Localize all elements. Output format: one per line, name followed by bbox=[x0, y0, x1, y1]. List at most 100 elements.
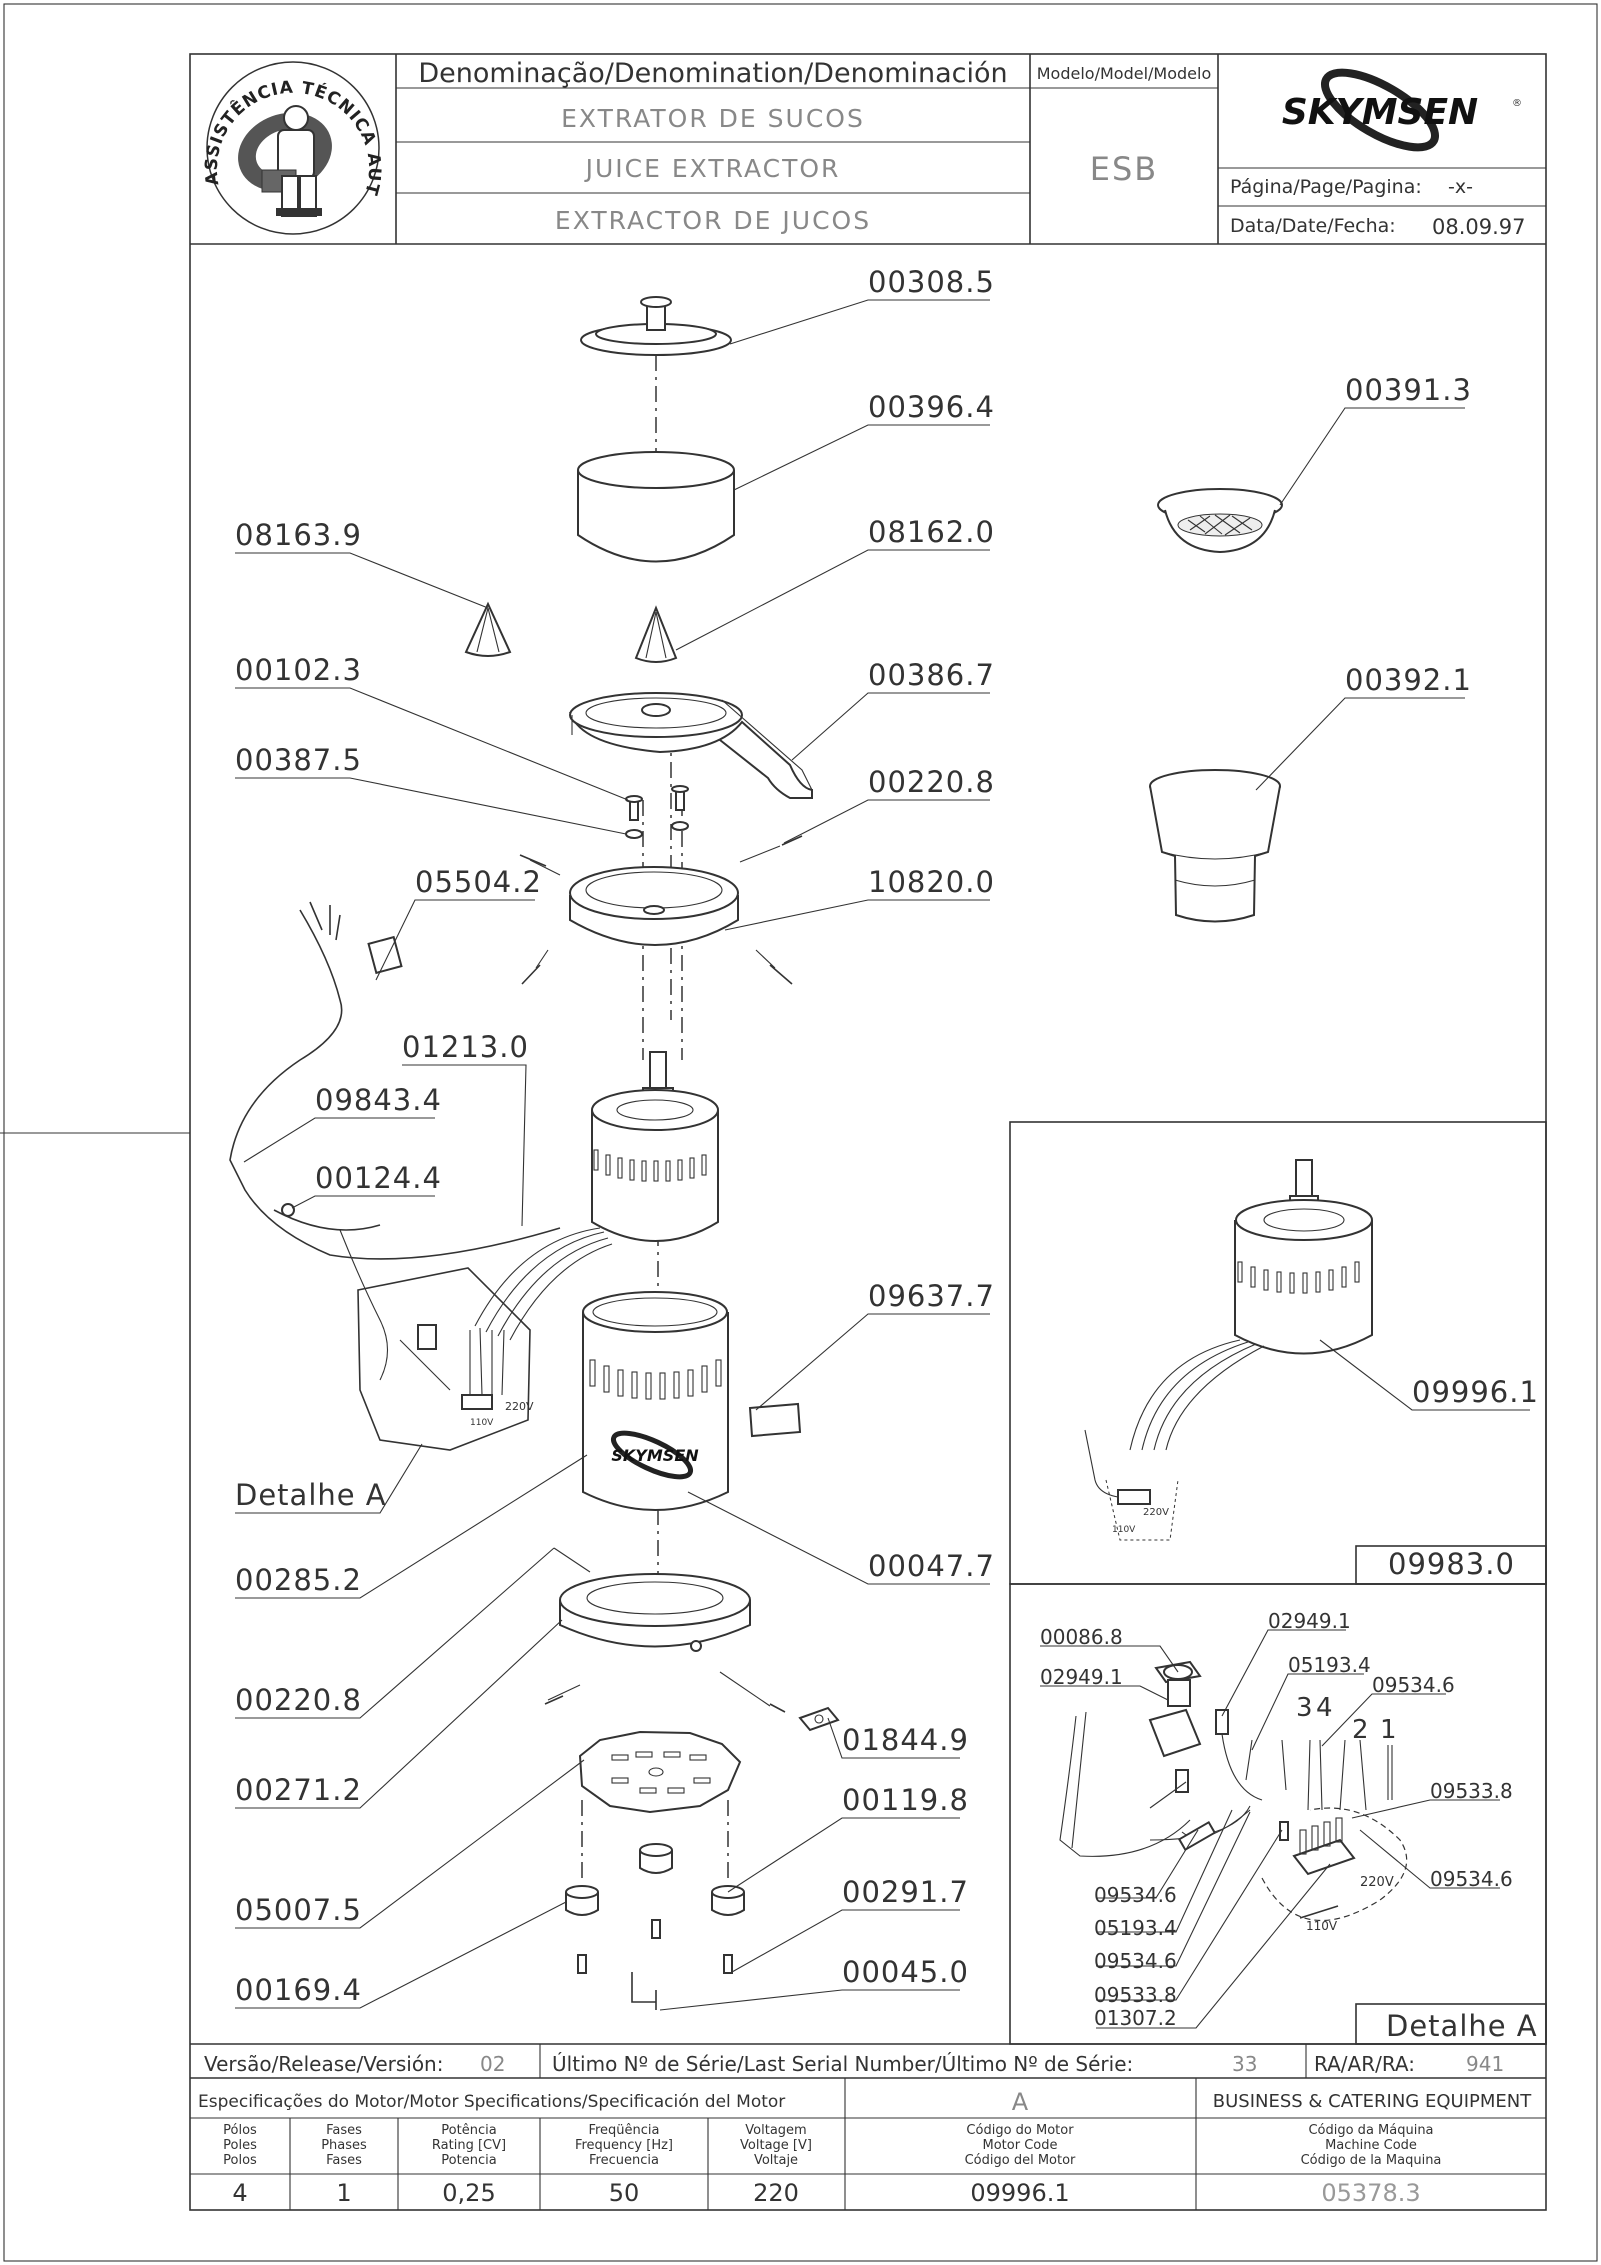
motor-spec-value: A bbox=[1012, 2088, 1029, 2116]
label-detail-a: Detalhe A bbox=[235, 1478, 387, 1512]
label-00086-8: 00086.8 bbox=[1040, 1625, 1123, 1649]
machine-code-value: 05378.3 bbox=[1321, 2179, 1420, 2207]
svg-text:Poles: Poles bbox=[223, 2138, 257, 2153]
motor-case-part: SKYMSEN bbox=[582, 1291, 729, 1511]
rubber-feet-part bbox=[565, 1843, 745, 2010]
motor-inset-panel: 220V 110V bbox=[1009, 1121, 1547, 1585]
label-09996-1: 09996.1 bbox=[1412, 1375, 1539, 1409]
svg-text:Frequency [Hz]: Frequency [Hz] bbox=[575, 2138, 673, 2153]
denomination-title: Denominação/Denomination/Denominación bbox=[418, 58, 1007, 89]
svg-text:Fases: Fases bbox=[326, 2153, 362, 2168]
label-00220-8-top: 00220.8 bbox=[868, 765, 995, 799]
label-09534-6-right: 09534.6 bbox=[1430, 1867, 1513, 1891]
svg-text:110V: 110V bbox=[1306, 1919, 1338, 1933]
reamer-cone-large bbox=[634, 605, 678, 663]
svg-text:Motor Code: Motor Code bbox=[983, 2138, 1058, 2153]
svg-text:Código del Motor: Código del Motor bbox=[965, 2153, 1076, 2168]
svg-text:Fases: Fases bbox=[326, 2123, 362, 2138]
label-09533-8-left: 09533.8 bbox=[1094, 1983, 1177, 2007]
label-09534-6-left-1: 09534.6 bbox=[1094, 1883, 1177, 1907]
page-value: -x- bbox=[1448, 176, 1473, 198]
warranty-card-part bbox=[748, 1402, 802, 1438]
rating-value: 0,25 bbox=[442, 2179, 495, 2207]
label-09534-6-top: 09534.6 bbox=[1372, 1673, 1455, 1697]
motor-spec-label: Especificações do Motor/Motor Specificat… bbox=[198, 2092, 785, 2112]
svg-text:Código do Motor: Código do Motor bbox=[966, 2123, 1074, 2138]
label-00387-5: 00387.5 bbox=[235, 743, 362, 777]
lid-part bbox=[580, 296, 732, 356]
bowl-part bbox=[577, 451, 735, 563]
case-logo-text: SKYMSEN bbox=[611, 1446, 699, 1465]
detail-a-inset-panel: 220V 110V 3 4 2 1 bbox=[1009, 1583, 1547, 2045]
label-tag-part bbox=[798, 1706, 840, 1732]
svg-text:110V: 110V bbox=[470, 1418, 494, 1428]
label-00285-2: 00285.2 bbox=[235, 1563, 362, 1597]
serial-value: 33 bbox=[1232, 2052, 1257, 2076]
label-09637-7: 09637.7 bbox=[868, 1279, 995, 1313]
label-08163-9: 08163.9 bbox=[235, 518, 362, 552]
label-02949-1-top: 02949.1 bbox=[1268, 1609, 1351, 1633]
base-ring-part bbox=[544, 1547, 786, 1713]
label-00396-4: 00396.4 bbox=[868, 390, 995, 424]
svg-text:Voltagem: Voltagem bbox=[745, 2123, 806, 2138]
svg-text:Pólos: Pólos bbox=[223, 2123, 257, 2138]
label-05193-4-left: 05193.4 bbox=[1094, 1916, 1177, 1940]
skymsen-logo: SKYMSEN ® bbox=[1282, 68, 1522, 152]
label-09533-8-right: 09533.8 bbox=[1430, 1779, 1513, 1803]
model-value: ESB bbox=[1090, 150, 1158, 188]
svg-text:Voltage [V]: Voltage [V] bbox=[740, 2138, 812, 2153]
svg-text:Phases: Phases bbox=[321, 2138, 367, 2153]
version-value: 02 bbox=[480, 2052, 505, 2076]
svg-text:Freqüência: Freqüência bbox=[588, 2123, 659, 2138]
frequency-value: 50 bbox=[609, 2179, 640, 2207]
label-01844-9: 01844.9 bbox=[842, 1723, 969, 1757]
label-02949-1-left: 02949.1 bbox=[1040, 1665, 1123, 1689]
reamer-cone-small bbox=[464, 601, 512, 657]
label-00391-3: 00391.3 bbox=[1345, 373, 1472, 407]
label-00291-7: 00291.7 bbox=[842, 1875, 969, 1909]
label-01213-0: 01213.0 bbox=[402, 1030, 529, 1064]
label-00271-2: 00271.2 bbox=[235, 1773, 362, 1807]
label-09534-6-left-2: 09534.6 bbox=[1094, 1949, 1177, 1973]
detail-a-callout: 220V 110V bbox=[357, 1267, 534, 1451]
label-00124-4: 00124.4 bbox=[315, 1161, 442, 1195]
label-00392-1: 00392.1 bbox=[1345, 663, 1472, 697]
label-09843-4: 09843.4 bbox=[315, 1083, 442, 1117]
motor-part bbox=[591, 1051, 719, 1242]
business-label: BUSINESS & CATERING EQUIPMENT bbox=[1213, 2091, 1532, 2112]
label-08162-0: 08162.0 bbox=[868, 515, 995, 549]
label-05193-4-top: 05193.4 bbox=[1288, 1653, 1371, 1677]
voltage-value: 220 bbox=[753, 2179, 799, 2207]
label-05007-5: 05007.5 bbox=[235, 1893, 362, 1927]
juice-cup-part bbox=[1149, 769, 1281, 923]
svg-text:Machine Code: Machine Code bbox=[1325, 2138, 1417, 2153]
label-00308-5: 00308.5 bbox=[868, 265, 995, 299]
upper-housing-part bbox=[519, 835, 803, 985]
juice-tray-part bbox=[569, 692, 813, 799]
label-00386-7: 00386.7 bbox=[868, 658, 995, 692]
ra-label: RA/AR/RA: bbox=[1314, 2052, 1415, 2076]
svg-text:®: ® bbox=[1512, 98, 1522, 109]
label-00220-8-bottom: 00220.8 bbox=[235, 1683, 362, 1717]
screws-and-washers bbox=[625, 785, 689, 839]
svg-text:Frecuencia: Frecuencia bbox=[589, 2153, 659, 2168]
ra-value: 941 bbox=[1466, 2052, 1504, 2076]
svg-text:2: 2 bbox=[1352, 1715, 1369, 1745]
svg-text:Potencia: Potencia bbox=[441, 2153, 496, 2168]
detail-a-title: Detalhe A bbox=[1386, 2009, 1538, 2043]
power-cable bbox=[229, 909, 561, 1260]
brand-wordmark: SKYMSEN bbox=[1282, 92, 1478, 133]
phases-value: 1 bbox=[336, 2179, 351, 2207]
page-label: Página/Page/Pagina: bbox=[1230, 176, 1422, 198]
model-title: Modelo/Model/Modelo bbox=[1037, 64, 1211, 83]
instruction-card-small bbox=[367, 935, 403, 975]
label-00119-8: 00119.8 bbox=[842, 1783, 969, 1817]
svg-text:Código de la Maquina: Código de la Maquina bbox=[1301, 2153, 1442, 2168]
svg-text:Voltaje: Voltaje bbox=[754, 2153, 798, 2168]
svg-text:4: 4 bbox=[1316, 1693, 1333, 1723]
svg-text:220V: 220V bbox=[1360, 1875, 1394, 1890]
serial-label: Último Nº de Série/Last Serial Number/Úl… bbox=[552, 2052, 1133, 2076]
date-label: Data/Date/Fecha: bbox=[1230, 215, 1396, 237]
svg-text:220V: 220V bbox=[1143, 1507, 1169, 1518]
